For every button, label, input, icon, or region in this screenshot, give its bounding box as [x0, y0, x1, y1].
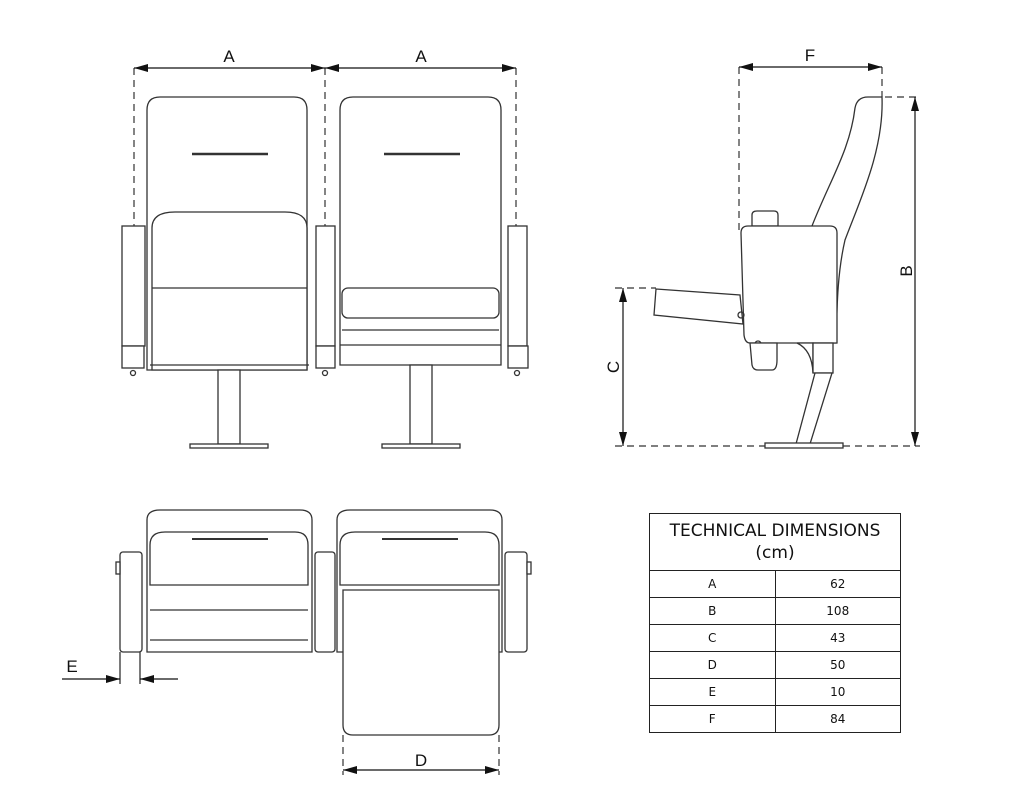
- table-unit: (cm): [755, 543, 795, 563]
- armrest-right: [507, 225, 528, 347]
- row-key: F: [649, 705, 776, 733]
- armrest-middle: [315, 225, 336, 347]
- label-b: B: [897, 265, 916, 276]
- armrest-profile: [653, 288, 744, 325]
- label-c: C: [604, 361, 623, 373]
- row-key: B: [649, 597, 776, 625]
- row-key: D: [649, 651, 776, 679]
- row-value: 10: [774, 678, 901, 706]
- armrest-left: [121, 225, 146, 347]
- seat-cushion-right: [341, 287, 500, 319]
- label-f: F: [805, 46, 815, 65]
- seat-box: [740, 225, 838, 344]
- row-value: 108: [774, 597, 901, 625]
- table-title: TECHNICAL DIMENSIONS: [669, 521, 881, 541]
- row-value: 62: [774, 570, 901, 598]
- table-header: TECHNICAL DIMENSIONS (cm): [649, 513, 901, 571]
- label-a-right: A: [415, 47, 427, 66]
- label-e: E: [66, 657, 77, 676]
- row-value: 50: [774, 651, 901, 679]
- top-seat-cushion-down: [342, 589, 500, 736]
- side-view: F B C: [604, 46, 920, 449]
- backrest-right: [339, 96, 502, 366]
- row-value: 43: [774, 624, 901, 652]
- row-value: 84: [774, 705, 901, 733]
- row-key: A: [649, 570, 776, 598]
- top-view: D E: [62, 509, 532, 775]
- label-d: D: [415, 751, 427, 770]
- front-view: A A: [121, 47, 529, 449]
- label-a-left: A: [223, 47, 235, 66]
- row-key: C: [649, 624, 776, 652]
- row-key: E: [649, 678, 776, 706]
- seat-folded-left: [151, 211, 308, 371]
- leg-profile: [795, 372, 833, 445]
